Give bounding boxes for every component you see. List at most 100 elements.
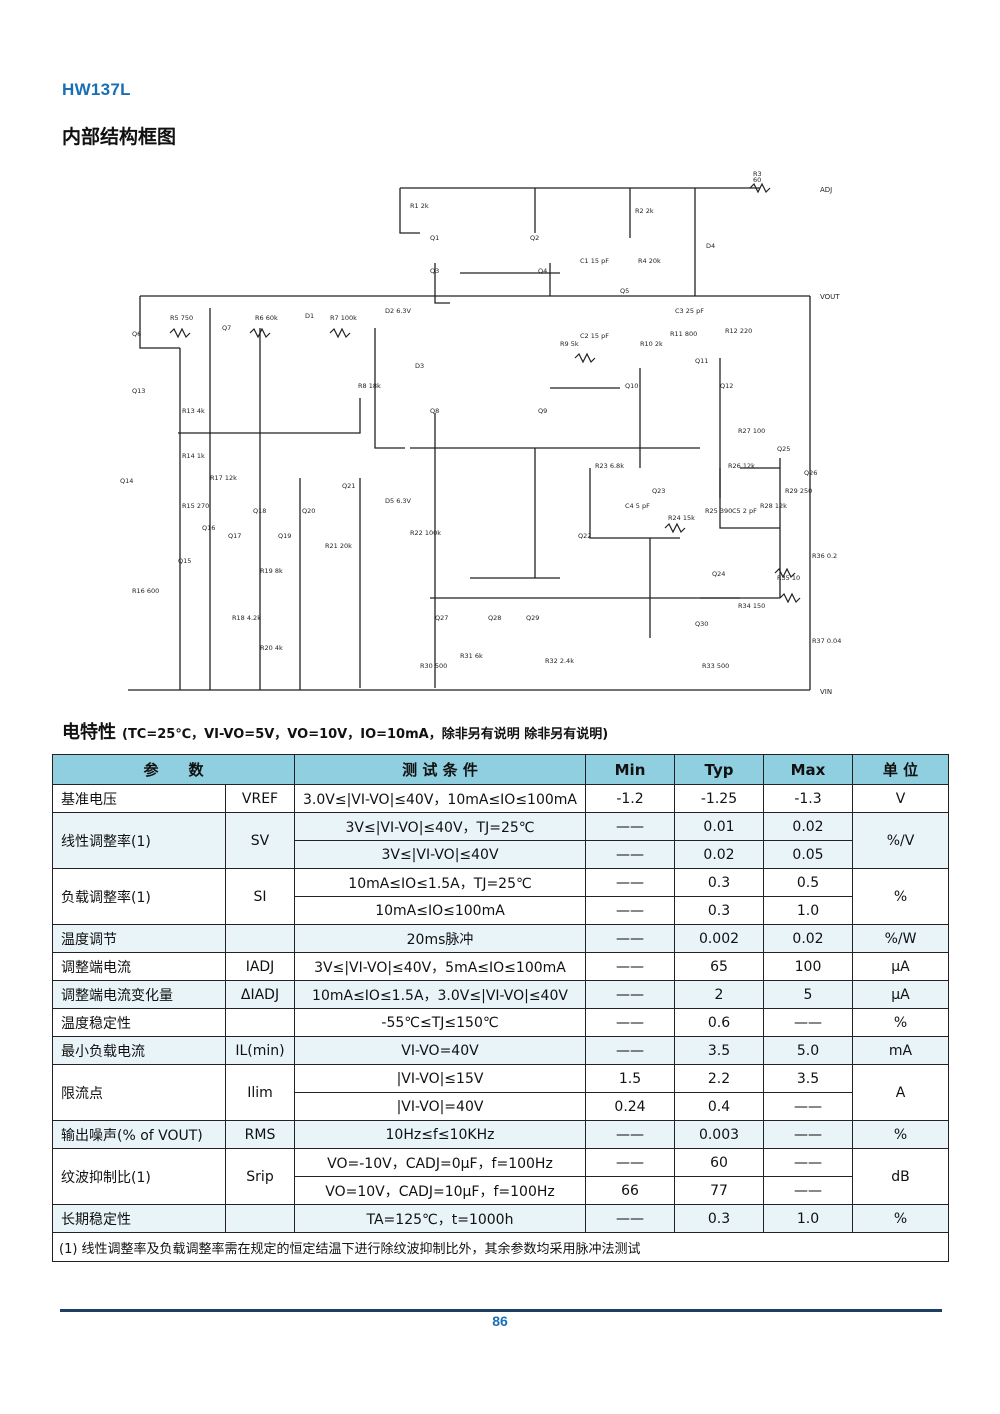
symbol-cell: SI [225, 868, 295, 925]
min-cell: —— [585, 1148, 675, 1177]
svg-text:R7 100k: R7 100k [330, 314, 357, 322]
max-cell: 1.0 [763, 1204, 853, 1233]
svg-text:D1: D1 [305, 312, 314, 320]
svg-text:R27 100: R27 100 [738, 427, 765, 435]
svg-text:R28 12k: R28 12k [760, 502, 787, 510]
table-row: 3V≤|VI-VO|≤40V —— 0.02 0.05 [53, 840, 949, 869]
symbol-cell: Srip [225, 1148, 295, 1205]
header-unit: 单 位 [852, 754, 949, 785]
min-cell: —— [585, 924, 675, 953]
svg-text:Q11: Q11 [695, 357, 708, 365]
block-diagram-title: 内部结构框图 [62, 126, 177, 148]
symbol-cell [225, 1204, 295, 1233]
param-cell: 输出噪声(% of VOUT) [52, 1120, 226, 1149]
table-row: 10mA≤IO≤100mA —— 0.3 1.0 [53, 896, 949, 925]
symbol-cell [225, 1008, 295, 1037]
cond-cell: 3V≤|VI-VO|≤40V，5mA≤IO≤100mA [294, 952, 586, 981]
max-cell: —— [763, 1008, 853, 1037]
table-row: 基准电压 VREF 3.0V≤|VI-VO|≤40V，10mA≤IO≤100mA… [52, 784, 949, 813]
svg-text:R8 18k: R8 18k [358, 382, 381, 390]
unit-cell: %/W [852, 924, 949, 953]
svg-text:Q18: Q18 [253, 507, 266, 515]
cond-cell: VI-VO=40V [294, 1036, 586, 1065]
unit-cell: % [852, 868, 949, 925]
svg-text:R22 100k: R22 100k [410, 529, 441, 537]
svg-text:R25 390: R25 390 [705, 507, 732, 515]
svg-text:R34 150: R34 150 [738, 602, 765, 610]
svg-text:R15 270: R15 270 [182, 502, 209, 510]
svg-text:Q2: Q2 [530, 234, 539, 242]
max-cell: —— [763, 1176, 853, 1205]
cond-cell: 10mA≤IO≤1.5A，3.0V≤|VI-VO|≤40V [294, 980, 586, 1009]
table-row: 限流点 Ilim |VI-VO|≤15V 1.5 2.2 3.5 A [52, 1064, 949, 1121]
typ-cell: 0.02 [674, 840, 764, 869]
svg-text:Q30: Q30 [695, 620, 708, 628]
svg-text:R21 20k: R21 20k [325, 542, 352, 550]
svg-text:Q27: Q27 [435, 614, 448, 622]
svg-text:Q10: Q10 [625, 382, 638, 390]
typ-cell: 3.5 [674, 1036, 764, 1065]
min-cell: -1.2 [585, 784, 675, 813]
table-row: 长期稳定性 TA=125℃，t=1000h —— 0.3 1.0 % [52, 1204, 949, 1233]
min-cell: 66 [585, 1176, 675, 1205]
footer-rule [60, 1309, 942, 1312]
svg-text:R30 500: R30 500 [420, 662, 447, 670]
svg-text:Q17: Q17 [228, 532, 241, 540]
cond-cell: 3V≤|VI-VO|≤40V，TJ=25℃ [294, 812, 586, 841]
symbol-cell: IL(min) [225, 1036, 295, 1065]
svg-text:Q25: Q25 [777, 445, 790, 453]
table-row: 最小负载电流 IL(min) VI-VO=40V —— 3.5 5.0 mA [52, 1036, 949, 1065]
table-row: 温度稳定性 -55℃≤TJ≤150℃ —— 0.6 —— % [52, 1008, 949, 1037]
electrical-conditions: (TC=25℃，VI-VO=5V，VO=10V，IO=10mA，除非另有说明 除… [122, 727, 609, 742]
svg-text:R23 6.8k: R23 6.8k [595, 462, 624, 470]
cond-cell: VO=-10V，CADJ=0μF，f=100Hz [294, 1148, 586, 1177]
svg-text:R11 800: R11 800 [670, 330, 697, 338]
svg-text:C1 15 pF: C1 15 pF [580, 257, 609, 265]
svg-text:R36 0.2: R36 0.2 [812, 552, 837, 560]
typ-cell: 0.4 [674, 1092, 764, 1121]
header-typ: Typ [674, 754, 764, 785]
max-cell: 100 [763, 952, 853, 981]
unit-cell: A [852, 1064, 949, 1121]
svg-text:Q13: Q13 [132, 387, 145, 395]
svg-text:Q4: Q4 [538, 267, 547, 275]
header-param: 参 数 [52, 754, 295, 785]
svg-text:Q7: Q7 [222, 324, 231, 332]
svg-text:R37 0.04: R37 0.04 [812, 637, 841, 645]
svg-text:Q19: Q19 [278, 532, 291, 540]
svg-text:R26 12k: R26 12k [728, 462, 755, 470]
svg-text:C4 5 pF: C4 5 pF [625, 502, 650, 510]
svg-text:R5 750: R5 750 [170, 314, 193, 322]
svg-text:Q29: Q29 [526, 614, 539, 622]
spec-table: 参 数 测 试 条 件 Min Typ Max 单 位 基准电压 VREF 3.… [52, 754, 949, 1262]
min-cell: —— [585, 1204, 675, 1233]
param-cell: 调整端电流变化量 [52, 980, 226, 1009]
typ-cell: -1.25 [674, 784, 764, 813]
svg-text:VOUT: VOUT [820, 293, 840, 301]
part-number: HW137L [62, 80, 131, 99]
typ-cell: 2.2 [674, 1064, 764, 1093]
svg-text:Q9: Q9 [538, 407, 547, 415]
min-cell: —— [585, 840, 675, 869]
min-cell: —— [585, 896, 675, 925]
svg-text:R18 4.2k: R18 4.2k [232, 614, 261, 622]
param-cell: 线性调整率(1) [52, 812, 226, 869]
table-footnote-row: (1) 线性调整率及负载调整率需在规定的恒定结温下进行除纹波抑制比外，其余参数均… [52, 1232, 949, 1262]
unit-cell: μA [852, 980, 949, 1009]
header-cond: 测 试 条 件 [294, 754, 586, 785]
svg-text:R3: R3 [753, 170, 762, 178]
svg-text:R13 4k: R13 4k [182, 407, 205, 415]
page-number: 86 [492, 1313, 508, 1329]
svg-text:Q12: Q12 [720, 382, 733, 390]
svg-text:R2 2k: R2 2k [635, 207, 654, 215]
svg-text:Q22: Q22 [578, 532, 591, 540]
svg-text:Q8: Q8 [430, 407, 439, 415]
svg-text:Q14: Q14 [120, 477, 133, 485]
cond-cell: 10Hz≤f≤10KHz [294, 1120, 586, 1149]
svg-text:Q24: Q24 [712, 570, 725, 578]
table-row: 纹波抑制比(1) Srip VO=-10V，CADJ=0μF，f=100Hz —… [52, 1148, 949, 1205]
svg-text:C2 15 pF: C2 15 pF [580, 332, 609, 340]
svg-text:R1 2k: R1 2k [410, 202, 429, 210]
typ-cell: 0.6 [674, 1008, 764, 1037]
